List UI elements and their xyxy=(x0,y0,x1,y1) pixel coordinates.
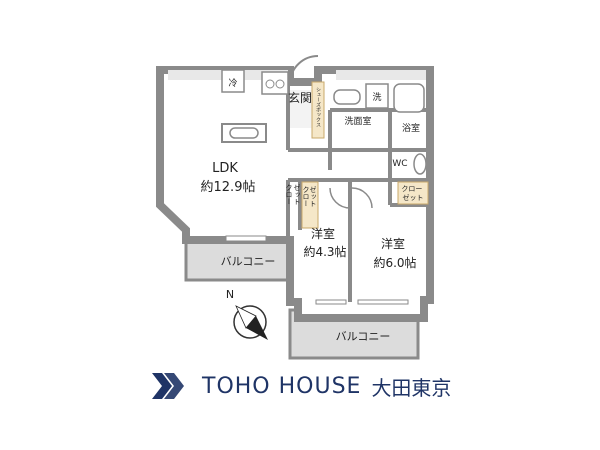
wc-label: WC xyxy=(392,159,407,169)
balcony-bottom-label: バルコニー xyxy=(336,330,391,343)
closet-left-box xyxy=(301,181,319,229)
brand-branch: 大田東京 xyxy=(371,375,452,400)
window xyxy=(315,299,347,305)
ldk-name: LDK xyxy=(212,161,238,176)
entrance-label-text: 玄関 xyxy=(288,90,312,105)
closet-center-label: クロー xyxy=(302,186,310,207)
fridge-box xyxy=(221,69,245,93)
ldk-size: 約12.9帖 xyxy=(201,180,256,195)
closet-right-line2: ゼット xyxy=(403,193,424,202)
closet-right-line1: クロー xyxy=(401,185,422,193)
washroom-label: 洗面室 xyxy=(344,115,371,127)
compass-ring xyxy=(233,305,267,339)
fridge-label: 冷 xyxy=(228,77,237,89)
toilet xyxy=(413,153,427,175)
western2-name: 洋室 xyxy=(381,236,405,251)
ceiling-strip-right xyxy=(336,70,426,80)
brand-name: TOHO HOUSE xyxy=(202,373,362,399)
washer-label: 洗 xyxy=(372,91,381,103)
toho-logo-icon xyxy=(152,373,184,399)
shoe-box-label: シューズボックス xyxy=(315,87,321,127)
window xyxy=(225,235,267,242)
western1-size: 約4.3帖 xyxy=(303,244,346,259)
closet-left-label: クロー xyxy=(285,184,293,205)
washer-box xyxy=(365,83,389,109)
closet-right-box xyxy=(397,181,429,205)
stove-burner xyxy=(275,79,285,89)
kitchen-sink xyxy=(229,127,259,139)
closet-left-label-2: ゼット xyxy=(293,183,301,205)
brand-bar: TOHO HOUSE 大田東京 xyxy=(150,366,451,406)
door-swing xyxy=(329,187,351,209)
compass-label: N xyxy=(226,288,234,301)
shoe-box xyxy=(311,81,325,139)
balcony-left xyxy=(184,238,300,282)
stove-box xyxy=(261,71,289,95)
western2-size: 約6.0帖 xyxy=(373,255,416,270)
entrance-door-swing xyxy=(289,54,319,83)
vanity-basin xyxy=(333,89,361,105)
compass-needle-light xyxy=(235,305,257,329)
balcony-left-label: バルコニー xyxy=(221,255,276,268)
entrance-label: 玄関 xyxy=(288,90,312,105)
bathtub xyxy=(393,83,425,113)
stove-burner xyxy=(265,79,275,89)
entrance-floor xyxy=(290,90,312,128)
door-swing xyxy=(351,187,373,209)
closet-right-label: クロー ゼット xyxy=(401,185,424,202)
western1-name: 洋室 xyxy=(311,226,335,241)
closet-center-label-2: ゼット xyxy=(309,185,317,207)
window xyxy=(357,299,409,305)
compass: N xyxy=(226,288,268,340)
bath-label: 浴室 xyxy=(402,122,420,134)
interior-walls xyxy=(286,78,430,302)
